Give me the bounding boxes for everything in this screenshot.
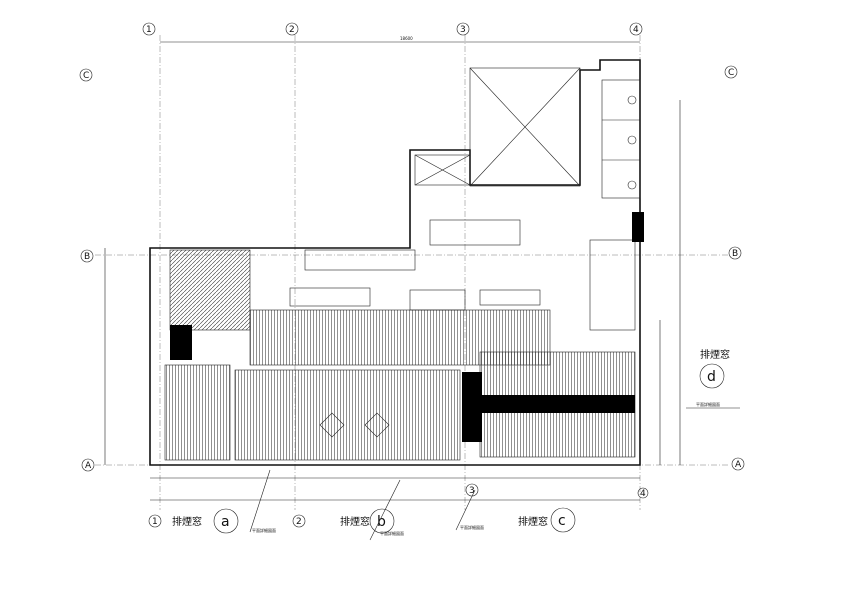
restrooms [601,79,641,199]
grid-bubbles-bottom: 1 2 3 4 [148,483,649,528]
grid-top-3: 3 [460,25,466,35]
window-label: 排煙窓 [518,515,548,528]
grid-bottom-4: 4 [640,489,646,499]
grid-right-c: C [728,68,734,78]
kitchen-area [169,219,636,331]
grid-right-b: B [732,249,738,259]
smoke-window-b: 排煙窓 b 平面詳細図面 [340,479,404,541]
dining-area [164,212,644,461]
note: 平面詳細図面 [252,527,276,533]
grid-bubbles-right: C B A [724,65,745,471]
grid-bottom-3: 3 [469,486,475,496]
overall-dimension: 18600 [400,36,413,41]
grid-top-2: 2 [289,25,295,35]
grid-bottom-1: 1 [152,517,158,527]
window-label: 排煙窓 [340,515,370,528]
window-tag: c [558,513,566,529]
column [170,325,192,360]
grid-bubbles-left: C B A [79,68,95,472]
grid-bubbles-top: 1 2 3 4 [142,22,643,36]
grid-top-1: 1 [146,25,152,35]
dimension-lines [104,100,681,501]
walls [149,59,641,466]
grid-bottom-2: 2 [296,517,302,527]
note: 平面詳細図面 [460,524,484,530]
grid-left-a: A [85,461,92,471]
smoke-window-c: 排煙窓 c 平面詳細図面 [455,489,576,533]
grid-right-a: A [735,460,742,470]
smoke-window-d: 排煙窓 d 平面詳細図面 [686,348,740,409]
bench [470,395,635,413]
note: 平面詳細図面 [696,401,720,407]
note: 平面詳細図面 [380,530,404,536]
smoke-window-a: 排煙窓 a 平面詳細図面 [172,469,276,534]
window-tag: a [221,514,230,530]
window-label: 排煙窓 [700,348,730,361]
grid-left-c: C [83,71,89,81]
window-tag: b [377,514,386,530]
grid-left-b: B [84,252,90,262]
column [632,212,644,242]
window-label: 排煙窓 [172,515,202,528]
window-tag: d [707,369,716,385]
grid-top-4: 4 [633,25,639,35]
